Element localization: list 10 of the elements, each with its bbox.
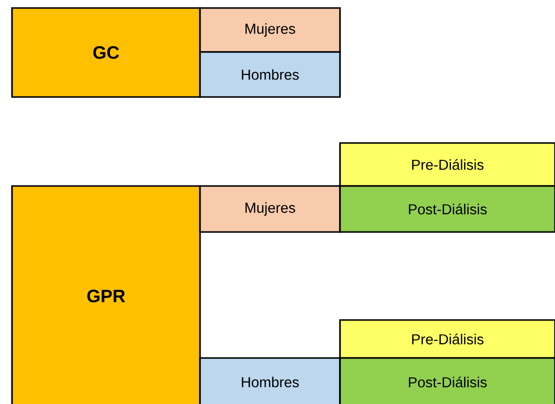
phase-box: Pre-Diálisis [339,319,555,359]
phase-box: Post-Diálisis [339,357,555,404]
category-box: Hombres [199,357,341,404]
category-box: Mujeres [199,7,341,53]
group-box: GC [11,7,201,98]
group-box: GPR [11,185,201,404]
phase-box: Post-Diálisis [339,185,555,233]
category-box: Mujeres [199,185,341,233]
phase-box: Pre-Diálisis [339,142,555,187]
category-box: Hombres [199,51,341,98]
